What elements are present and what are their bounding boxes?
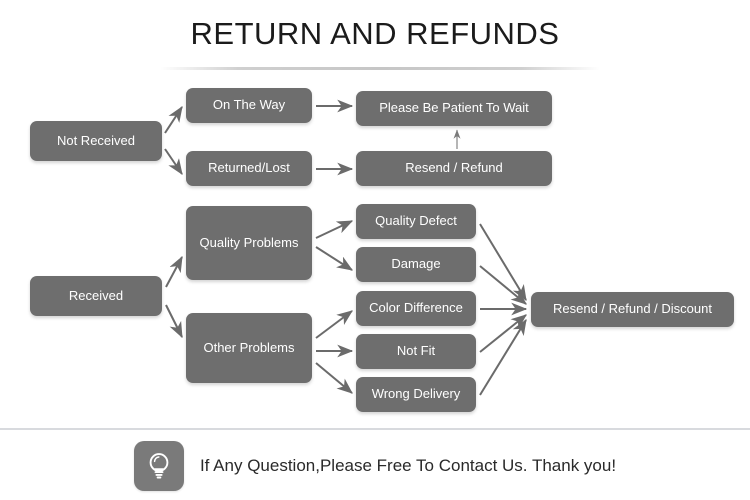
node-quality-defect[interactable]: Quality Defect <box>356 204 476 239</box>
node-not-fit[interactable]: Not Fit <box>356 334 476 369</box>
page-title: RETURN AND REFUNDS <box>190 16 560 51</box>
node-please-be-patient-to-wait[interactable]: Please Be Patient To Wait <box>356 91 552 126</box>
node-resend-refund[interactable]: Resend / Refund <box>356 151 552 186</box>
arrow-received-to-other-problems <box>165 304 183 339</box>
node-color-difference[interactable]: Color Difference <box>356 291 476 326</box>
footer-divider <box>0 428 750 430</box>
node-resend-refund-discount[interactable]: Resend / Refund / Discount <box>531 292 734 327</box>
arrow-received-to-quality-problems <box>165 255 183 288</box>
node-not-received[interactable]: Not Received <box>30 121 162 161</box>
node-damage[interactable]: Damage <box>356 247 476 282</box>
arrow-quality-defect-to-final <box>479 223 527 302</box>
node-on-the-way[interactable]: On The Way <box>186 88 312 123</box>
node-returned-lost[interactable]: Returned/Lost <box>186 151 312 186</box>
arrow-quality-problems-to-damage <box>315 246 354 271</box>
node-wrong-delivery[interactable]: Wrong Delivery <box>356 377 476 412</box>
footer-contact-text: If Any Question,Please Free To Contact U… <box>199 456 617 475</box>
arrow-other-problems-to-wrong-delivery <box>315 362 353 394</box>
arrow-not-received-to-returned-lost <box>164 148 183 175</box>
node-received[interactable]: Received <box>30 276 162 316</box>
arrow-other-problems-to-color-difference <box>315 310 353 339</box>
arrow-wrong-delivery-to-final <box>479 318 527 396</box>
footer: If Any Question,Please Free To Contact U… <box>0 437 750 495</box>
arrow-damage-to-final <box>479 265 527 305</box>
arrow-quality-problems-to-quality-defect <box>315 220 354 239</box>
lightbulb-icon <box>133 441 184 491</box>
arrow-not-fit-to-final <box>479 314 527 353</box>
node-other-problems[interactable]: Other Problems <box>186 313 312 383</box>
title-divider <box>160 67 600 70</box>
arrow-not-received-to-on-the-way <box>164 105 183 134</box>
node-quality-problems[interactable]: Quality Problems <box>186 206 312 280</box>
